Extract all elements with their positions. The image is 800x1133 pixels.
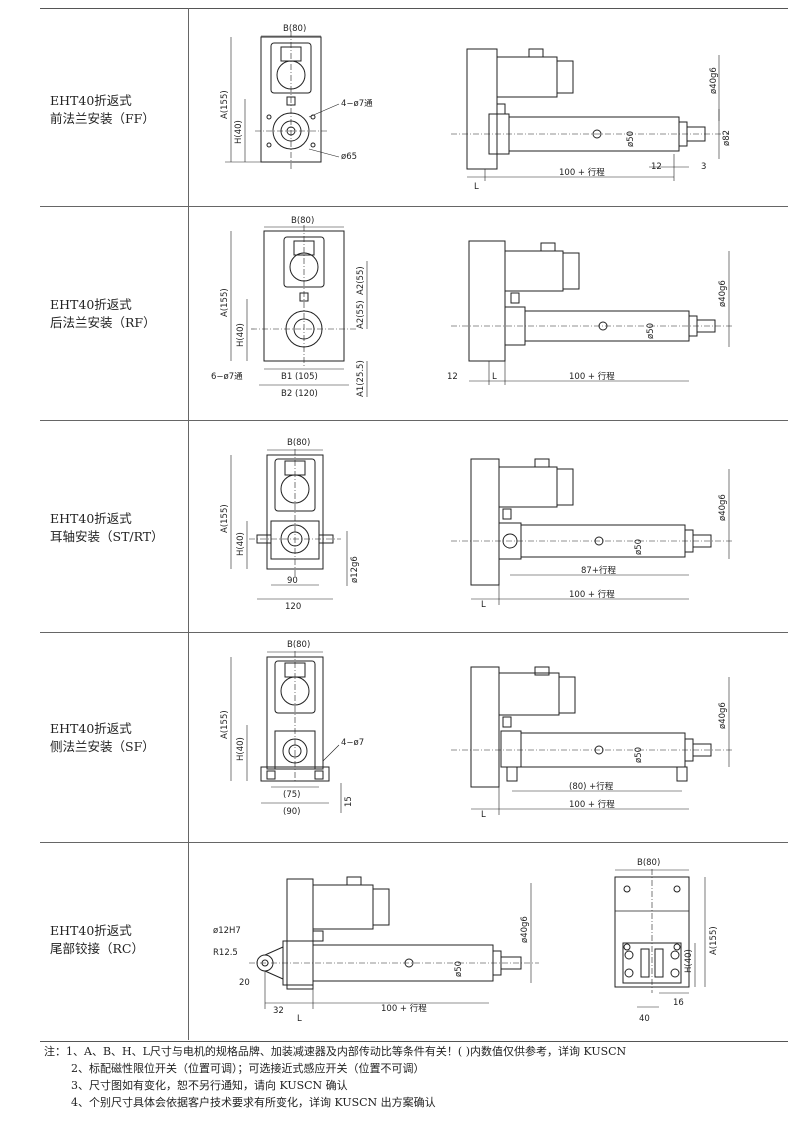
dim-75: (75) <box>283 790 300 800</box>
dim-a2-lower: A2(55) <box>356 300 366 329</box>
dim-phi50: ø50 <box>646 323 656 339</box>
dim-l: L <box>474 182 479 192</box>
row-divider-4 <box>40 842 788 843</box>
dim-b80: B(80) <box>637 858 660 868</box>
row-title: EHT40折返式 <box>50 923 132 938</box>
notes-block: 注：1、A、B、H、L尺寸与电机的规格品牌、加装减速器及内部传动比等条件有关！(… <box>44 1043 784 1111</box>
dim-h40: H(40) <box>236 532 246 556</box>
dim-stroke80: (80) +行程 <box>569 781 614 792</box>
note-1: 注：1、A、B、H、L尺寸与电机的规格品牌、加装减速器及内部传动比等条件有关！(… <box>44 1043 784 1060</box>
dim-r12-5: R12.5 <box>213 948 238 958</box>
dim-16: 16 <box>673 998 684 1008</box>
row-subtitle: 尾部铰接（RC） <box>50 941 144 956</box>
row-subtitle: 侧法兰安装（SF） <box>50 739 155 754</box>
flange-plate <box>466 48 498 170</box>
row-title: EHT40折返式 <box>50 297 132 312</box>
dim-phi50: ø50 <box>454 961 464 977</box>
dim-phi12g6: ø12g6 <box>350 556 360 583</box>
row-label-sf: EHT40折返式 侧法兰安装（SF） <box>50 720 185 756</box>
dim-phi40g6: ø40g6 <box>718 702 728 729</box>
row-subtitle: 前法兰安装（FF） <box>50 111 155 126</box>
note-3: 3、尺寸图如有变化，恕不另行通知，请向 KUSCN 确认 <box>71 1079 348 1092</box>
dim-a155: A(155) <box>220 288 230 317</box>
row-divider-3 <box>40 632 788 633</box>
dim-stroke100: 100 + 行程 <box>569 589 615 600</box>
dim-15: 15 <box>344 796 354 807</box>
dim-stroke: 100 + 行程 <box>559 167 605 178</box>
dim-b80: B(80) <box>287 438 310 448</box>
dim-stroke100: 100 + 行程 <box>381 1003 427 1014</box>
dim-h40: H(40) <box>236 737 246 761</box>
dim-b2: B2 (120) <box>281 389 318 399</box>
dim-h40: H(40) <box>684 949 694 973</box>
row-divider-2 <box>40 420 788 421</box>
dim-holes: 4−ø7 <box>341 738 364 748</box>
dim-a1: A1(25.5) <box>356 360 366 397</box>
dim-b1: B1 (105) <box>281 372 318 382</box>
row-label-ff: EHT40折返式 前法兰安装（FF） <box>50 92 185 128</box>
dim-12: 12 <box>447 372 458 382</box>
dim-h40: H(40) <box>236 323 246 347</box>
dim-a155: A(155) <box>709 926 719 955</box>
dim-l: L <box>481 810 486 820</box>
row-subtitle: 耳轴安装（ST/RT） <box>50 529 164 544</box>
dim-holes: 6−ø7通 <box>211 371 243 382</box>
note-1-text: 1、A、B、H、L尺寸与电机的规格品牌、加装减速器及内部传动比等条件有关！( )… <box>66 1045 627 1058</box>
dim-120: 120 <box>285 602 301 612</box>
dim-3: 3 <box>701 162 706 172</box>
note-2: 2、标配磁性限位开关（位置可调）；可选接近式感应开关（位置不可调） <box>71 1062 425 1075</box>
dim-phi50: ø50 <box>634 747 644 763</box>
dim-stroke100: 100 + 行程 <box>569 799 615 810</box>
row-divider-1 <box>40 206 788 207</box>
dim-a155: A(155) <box>220 710 230 739</box>
dim-phi65: ø65 <box>341 152 357 162</box>
notes-prefix: 注： <box>44 1045 66 1058</box>
dim-phi50: ø50 <box>626 131 636 147</box>
dim-phi40g6: ø40g6 <box>520 916 530 943</box>
dim-a2-upper: A2(55) <box>356 266 366 295</box>
dim-phi40g6: ø40g6 <box>709 67 719 94</box>
row-subtitle: 后法兰安装（RF） <box>50 315 156 330</box>
drawing-st-rt: B(80) A(155) H(40) 90 120 ø12g6 87+行程 L … <box>220 438 734 612</box>
dim-phi40g6: ø40g6 <box>718 280 728 307</box>
dim-l: L <box>297 1014 302 1024</box>
row-label-rf: EHT40折返式 后法兰安装（RF） <box>50 296 185 332</box>
dim-20: 20 <box>239 978 250 988</box>
dim-phi50: ø50 <box>634 539 644 555</box>
dim-90: (90) <box>283 807 300 817</box>
dim-32: 32 <box>273 1006 284 1016</box>
dim-phi82: ø82 <box>722 130 732 146</box>
dim-holes: 4−ø7通 <box>341 98 373 109</box>
dim-90: 90 <box>287 576 298 586</box>
dim-b80: B(80) <box>287 640 310 650</box>
row-title: EHT40折返式 <box>50 511 132 526</box>
drawing-sf: B(80) A(155) H(40) 4−ø7 (75) (90) 15 (80… <box>220 640 734 820</box>
dim-stroke87: 87+行程 <box>581 565 616 576</box>
dim-phi40g6: ø40g6 <box>718 494 728 521</box>
note-4: 4、个别尺寸具体会依据客户技术要求有所变化，详询 KUSCN 出方案确认 <box>71 1096 436 1109</box>
dim-12: 12 <box>651 162 662 172</box>
row-title: EHT40折返式 <box>50 93 132 108</box>
row-title: EHT40折返式 <box>50 721 132 736</box>
dim-a155: A(155) <box>220 90 230 119</box>
row-label-rc: EHT40折返式 尾部铰接（RC） <box>50 922 185 958</box>
drawing-rc: ø12H7 R12.5 20 32 L 100 + 行程 ø40g6 ø50 B… <box>213 858 719 1024</box>
dim-40: 40 <box>639 1014 650 1024</box>
dim-l: L <box>492 372 497 382</box>
dim-b80: B(80) <box>283 24 306 34</box>
drawing-ff: B(80) A(155) H(40) 4−ø7通 ø65 L 100 + 行程 … <box>220 24 732 192</box>
dim-l: L <box>481 600 486 610</box>
dim-phi12h7: ø12H7 <box>213 926 241 936</box>
dim-stroke: 100 + 行程 <box>569 371 615 382</box>
row-label-st-rt: EHT40折返式 耳轴安装（ST/RT） <box>50 510 185 546</box>
column-divider <box>188 8 189 1040</box>
dim-h40: H(40) <box>234 120 244 144</box>
dim-a155: A(155) <box>220 504 230 533</box>
drawing-rf: B(80) A(155) H(40) A2(55) A2(55) A1(25.5… <box>211 216 734 399</box>
dim-b80: B(80) <box>291 216 314 226</box>
drawing-frame <box>40 8 788 1042</box>
